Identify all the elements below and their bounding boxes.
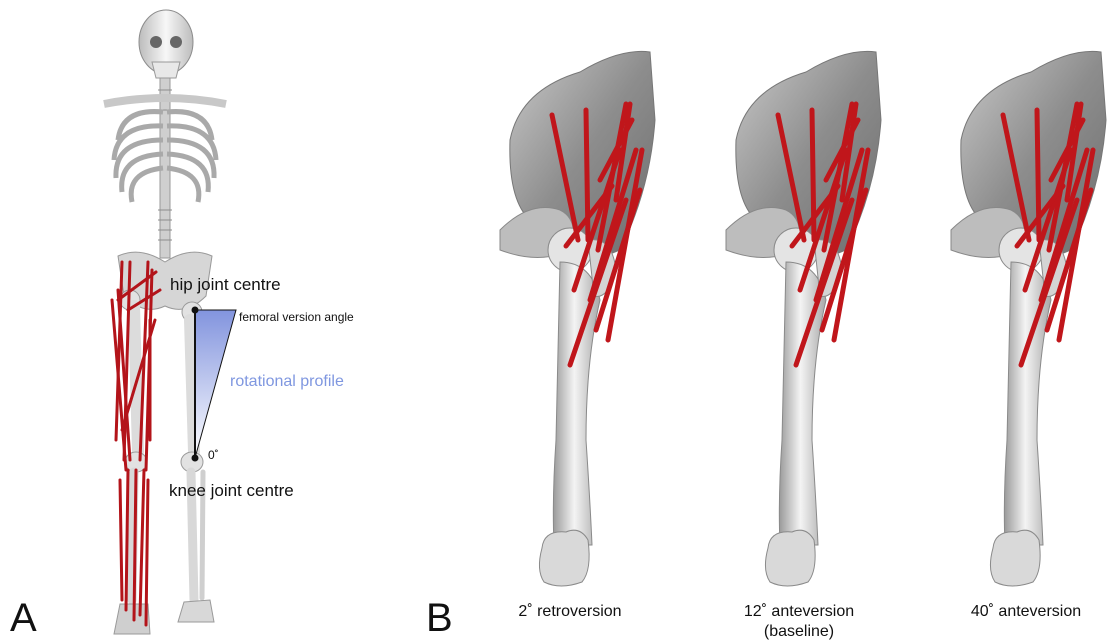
knee-joint-centre-marker [192,455,199,462]
knee-joint-label: knee joint centre [169,481,294,500]
femur-model-1 [500,51,655,586]
zero-angle-label: 0˚ [208,448,219,462]
hip-joint-centre-marker [192,307,199,314]
femur-model-2 [726,51,881,586]
femoral-condyles [990,530,1040,586]
version-angle-label: femoral version angle [239,310,354,324]
model-caption-text: 12˚ anteversion [724,602,874,622]
rotational-profile-label: rotational profile [230,373,344,390]
model-caption-baseline: 12˚ anteversion (baseline) [724,602,874,642]
model-caption-retroversion: 2˚ retroversion [495,602,645,622]
femur-model-3 [951,51,1106,586]
model-caption-subtext: (baseline) [724,622,874,642]
model-caption-text: 2˚ retroversion [518,603,621,620]
femoral-condyles [765,530,815,586]
model-caption-text: 40˚ anteversion [971,603,1081,620]
model-caption-anteversion: 40˚ anteversion [951,602,1101,622]
femoral-condyles [539,530,589,586]
panel-b-letter: B [426,598,453,638]
femur-models [500,51,1106,586]
skeleton-figure: hip joint centre femoral version angle r… [104,10,354,634]
hip-joint-label: hip joint centre [170,275,281,294]
panel-a-letter: A [10,598,37,638]
